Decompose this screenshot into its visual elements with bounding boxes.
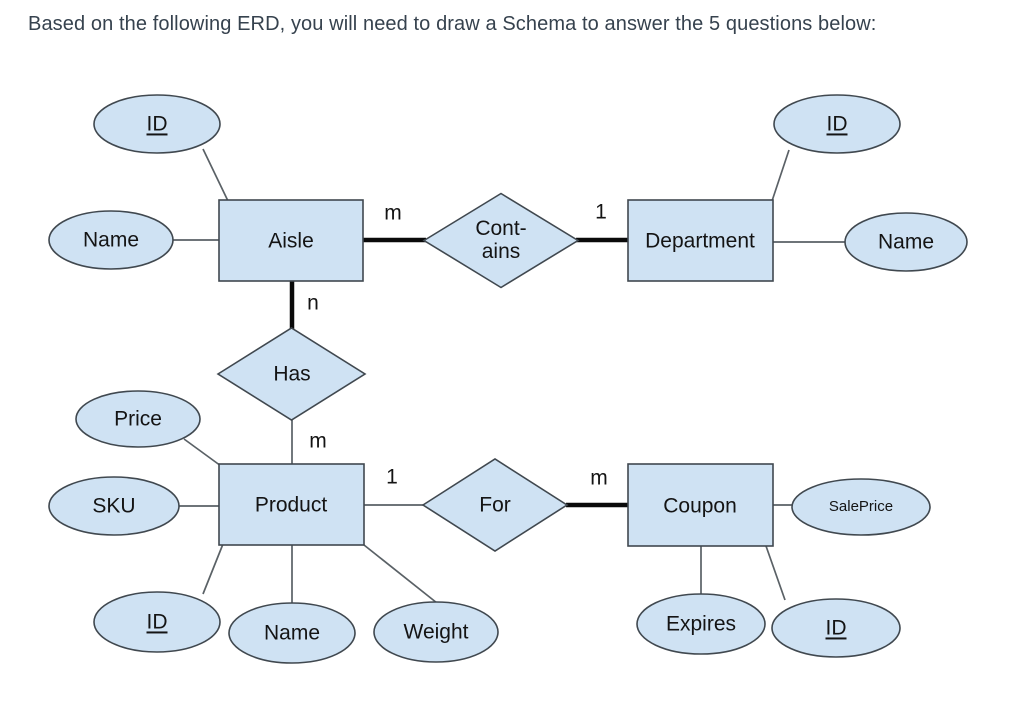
attribute-product-id-shape (93, 591, 221, 653)
attribute-product-sku-label: SKU (92, 494, 136, 518)
entity-coupon-shape (627, 463, 774, 547)
relationship-contains-label: Cont-ains (475, 216, 527, 263)
connector-product-weight (363, 544, 438, 604)
relationship-has-label: Has (273, 362, 311, 386)
relationship-for-label: For (479, 493, 511, 517)
attribute-product-sku-shape (48, 476, 180, 536)
entity-aisle-label: Aisle (268, 229, 314, 253)
attribute-product-id-label: ID (146, 610, 168, 634)
attribute-aisle-name-label: Name (82, 228, 140, 252)
attribute-coupon-saleprice-label: SalePrice (828, 497, 894, 515)
cardinality-has-product: m (309, 429, 327, 453)
attribute-department-id-label: ID (826, 112, 848, 136)
cardinality-product-for: 1 (386, 465, 398, 489)
connector-coupon-id (765, 545, 786, 601)
cardinality-for-coupon: m (590, 466, 608, 490)
attribute-aisle-id-shape (93, 94, 221, 154)
connector-product-price (183, 438, 222, 467)
attribute-product-name-label: Name (263, 621, 321, 645)
attribute-department-name-label: Name (877, 230, 935, 254)
attribute-aisle-name-shape (48, 210, 174, 270)
attribute-product-name-shape (228, 602, 356, 664)
attribute-product-weight-label: Weight (403, 620, 469, 644)
entity-product-label: Product (254, 493, 328, 517)
cardinality-aisle-has: n (307, 291, 319, 315)
attribute-aisle-id-label: ID (146, 112, 168, 136)
attribute-department-name-shape (844, 212, 968, 272)
entity-department-shape (627, 199, 774, 282)
attribute-product-weight-shape (373, 601, 499, 663)
attribute-department-id-shape (773, 94, 901, 154)
entity-product-shape (218, 463, 365, 546)
relationship-for-shape (421, 458, 569, 552)
attribute-coupon-saleprice-shape (791, 478, 931, 536)
relationship-has-shape (216, 327, 367, 421)
connector-aisle-id (202, 148, 229, 202)
attribute-coupon-id-label: ID (825, 616, 847, 640)
attribute-coupon-expires-label: Expires (665, 612, 737, 636)
relationship-contains-shape (422, 192, 580, 289)
cardinality-contains-department: 1 (595, 200, 607, 224)
attribute-product-price-label: Price (114, 407, 162, 431)
connector-department-id (771, 149, 790, 202)
cardinality-aisle-contains: m (384, 201, 402, 225)
entity-aisle-shape (218, 199, 364, 282)
attribute-product-price-shape (75, 390, 201, 448)
page-title: Based on the following ERD, you will nee… (28, 13, 877, 35)
attribute-coupon-id-shape (771, 598, 901, 658)
connector-product-id (202, 543, 224, 595)
entity-department-label: Department (645, 229, 755, 253)
attribute-coupon-expires-shape (636, 593, 766, 655)
entity-coupon-label: Coupon (663, 494, 737, 518)
